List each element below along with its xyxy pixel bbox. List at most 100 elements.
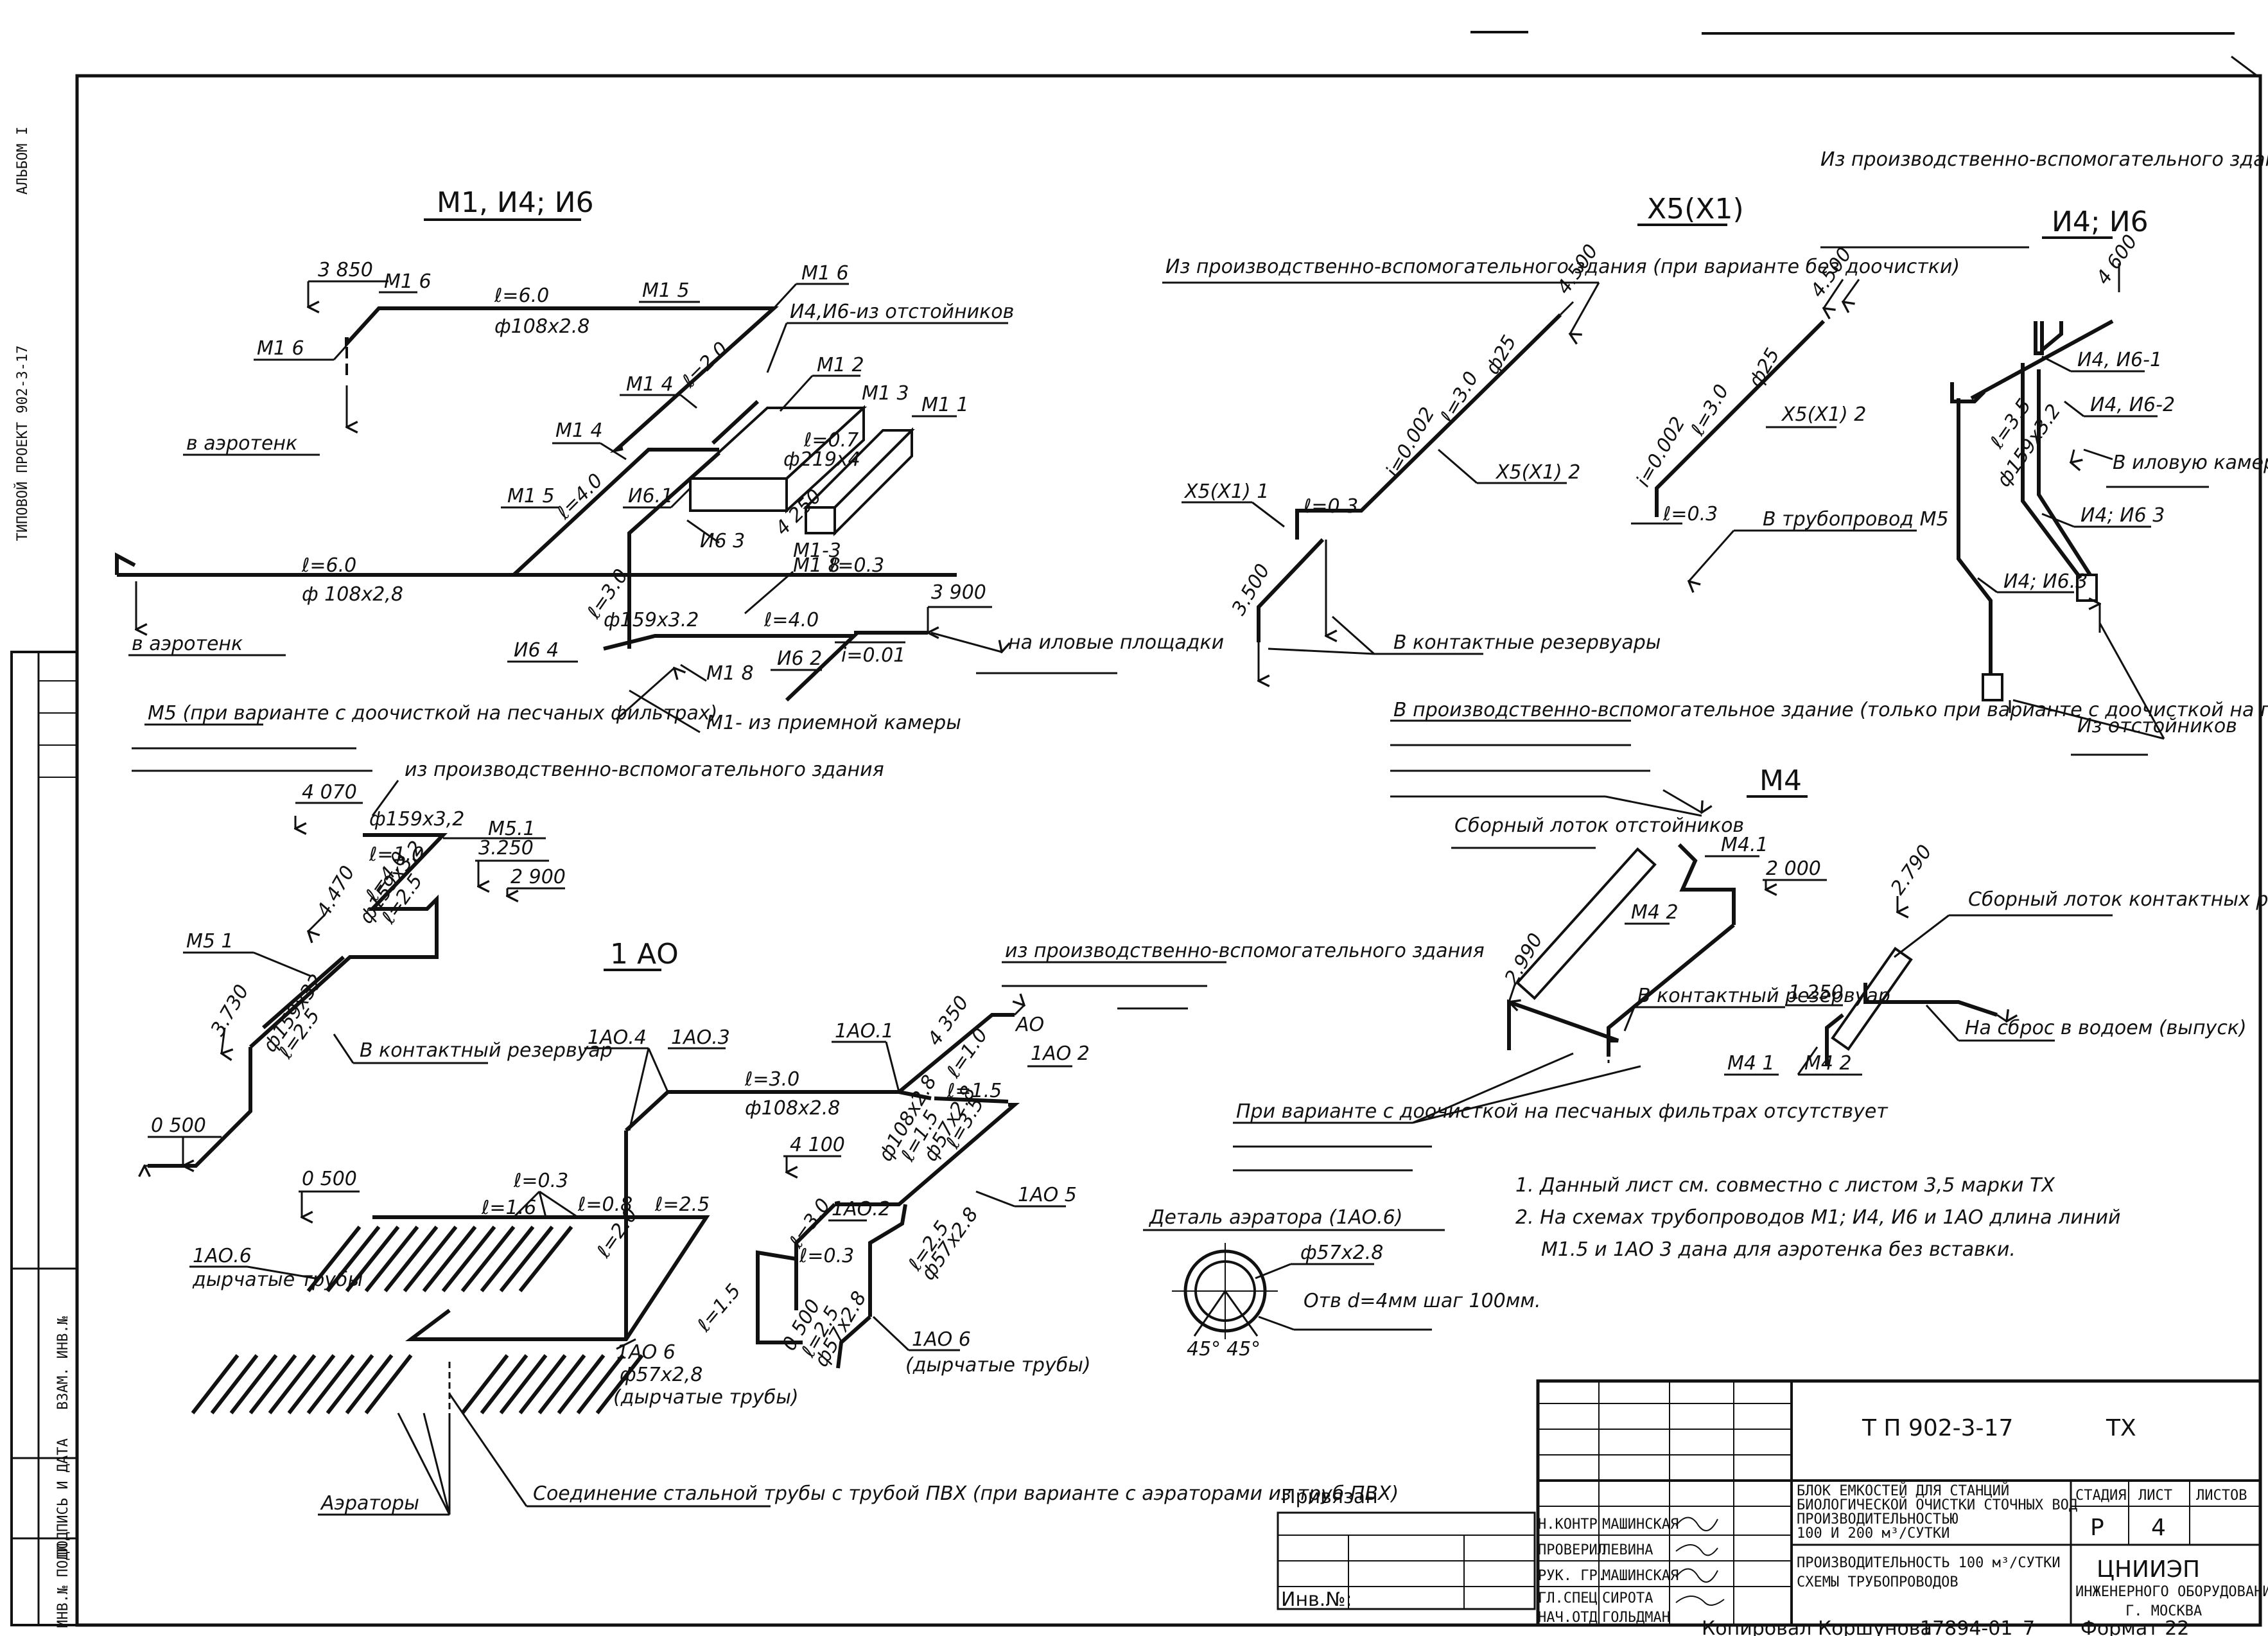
m1-l60b: ℓ=6.0: [301, 554, 356, 577]
stamp-name-1: МАШИНСКАЯ: [1602, 1517, 1679, 1533]
ao-hatch-upper: [306, 1226, 573, 1292]
m1-d219: ф219х4: [783, 448, 860, 471]
aerator-detail: Деталь аэратора (1АО.6) ф57х2.8 Отв d=4м…: [1143, 1206, 1541, 1360]
ao-l25b: ℓ=2.5: [654, 1193, 710, 1216]
x5-lvl3500: 3.500: [1228, 560, 1275, 619]
m5-d159a: ф159х3,2: [369, 808, 464, 831]
x5-label-1: Х5(Х1) 1: [1183, 480, 1269, 503]
m5-lvl3730: 3.730: [207, 981, 254, 1040]
m5-label-m51b: М5 1: [186, 930, 234, 953]
stamp-desc-1: БЛОК ЕМКОСТЕЙ ДЛЯ СТАНЦИЙ: [1797, 1482, 2009, 1499]
m1-label-m15b: М1 5: [507, 485, 555, 507]
i4i6-lvl4600: 4 600: [2092, 231, 2142, 288]
stamp-role-4: ГЛ.СПЕЦ: [1538, 1590, 1598, 1606]
m1-l40b: ℓ=4.0: [763, 609, 819, 631]
m4-title: М4: [1759, 764, 1802, 797]
stamp-city: Г. МОСКВА: [2125, 1603, 2202, 1619]
m1-label-m14a: М1 4: [626, 373, 674, 396]
stamp-lists-h: ЛИСТОВ: [2196, 1488, 2247, 1504]
m1-label-m16b: М1 6: [257, 337, 304, 360]
detail-angle2: 45°: [1226, 1338, 1260, 1360]
stamp-desc-2: БИОЛОГИЧЕСКОЙ ОЧИСТКИ СТОЧНЫХ ВОД: [1797, 1497, 2077, 1513]
i4i6-title: И4; И6: [2052, 206, 2149, 238]
i4i6-note-settle: Из отстойников: [2077, 715, 2237, 737]
i4i6-note-sludge: В иловую камеру: [2113, 452, 2268, 474]
ao-d57d: ф57х2,8: [620, 1364, 702, 1386]
m1-d108a: ф108х2.8: [494, 315, 589, 338]
m1-label-m18b: М1 8: [706, 662, 754, 685]
stamp-privyazan: Привязан: [1281, 1486, 1378, 1508]
stamp-mark: ТХ: [2106, 1415, 2136, 1441]
m4-lvl2790: 2.790: [1887, 841, 1937, 899]
m1-label-m12: М1 2: [817, 354, 864, 376]
m4-label-m42b: М4 2: [1804, 1052, 1852, 1075]
m1-lvl3900: 3 900: [931, 581, 986, 604]
ao-label-ao2: 1АО 2: [1031, 1042, 1090, 1065]
m1-note-i4i6: И4,И6-из отстойников: [790, 301, 1014, 323]
stamp-org: ЦНИИЭП: [2097, 1556, 2200, 1583]
m4-note-tray1: Сборный лоток отстойников: [1454, 814, 1744, 837]
stamp-inv-label: ИНВ.№ ПОДЛ.: [55, 1535, 71, 1628]
ao-title: 1 АО: [610, 938, 679, 971]
stamp-num: 17894-01: [1920, 1617, 2012, 1636]
x5-i002b: i=0.002: [1632, 413, 1690, 491]
m1-d159: ф159х3.2: [604, 609, 699, 631]
m1-note-recv: М1- из приемной камеры: [706, 712, 961, 734]
ao-l30: ℓ=3.0: [744, 1068, 799, 1091]
ao-note-perf2: (дырчатые трубы): [613, 1386, 799, 1409]
m1-d108b: ф 108х2,8: [302, 583, 403, 606]
x5-l03a: ℓ=0.3: [1303, 495, 1358, 518]
ao-note-from: из производственно-вспомогательного здан…: [1005, 940, 1485, 962]
m4-lvl1250: 1 250: [1788, 981, 1844, 1004]
m1-note-sludge: на иловые площадки: [1008, 631, 1224, 654]
ao-label-ao6c: 1АО 6: [912, 1328, 971, 1351]
ao-l15a: ℓ=1.5: [946, 1080, 1002, 1102]
x5-label-2a: Х5(Х1) 2: [1495, 461, 1580, 484]
m1-label-i64: И6 4: [514, 639, 559, 662]
stamp-list: 4: [2151, 1515, 2166, 1541]
m1-l03: ℓ=0.3: [829, 554, 884, 577]
ao-label-ao2b: 1АО.2: [832, 1198, 891, 1220]
note-3: М1.5 и 1АО 3 дана для аэротенка без вста…: [1541, 1238, 2016, 1261]
stamp-inv: Инв.№:: [1281, 1588, 1352, 1611]
m1-label-m16c: М1 6: [801, 262, 849, 285]
detail-angle1: 45°: [1187, 1338, 1221, 1360]
m4-label-m42a: М4 2: [1631, 901, 1679, 924]
m4-note-drop: На сброс в водоем (выпуск): [1965, 1017, 2247, 1039]
m1-level-3850: 3 850: [318, 259, 373, 281]
ao-note-aerators: Аэраторы: [320, 1492, 419, 1515]
ao-note-perf1: дырчатые трубы: [192, 1269, 363, 1291]
ao-label-ao1: 1АО.1: [835, 1020, 894, 1042]
ao-l08: ℓ=0.8: [577, 1193, 632, 1216]
stamp-sheet-desc-1: ПРОИЗВОДИТЕЛЬНОСТЬ 100 м³/СУТКИ: [1797, 1555, 2061, 1571]
m1-label-i62: И6 2: [777, 647, 822, 670]
notes-block: 1. Данный лист см. совместно с листом 3,…: [1515, 1174, 2120, 1261]
m1-label-m15a: М1 5: [642, 279, 690, 302]
stamp-name-2: ЛЕВИНА: [1602, 1542, 1653, 1558]
stamp-org2: ИНЖЕНЕРНОГО ОБОРУДОВАНИЯ: [2075, 1584, 2268, 1600]
m1-l07: ℓ=0.7: [803, 429, 859, 452]
m5-l10: ℓ=1.0: [369, 843, 424, 866]
m1-label-m18a: М1 8: [793, 554, 841, 577]
ao-label-ao6a: 1АО.6: [193, 1245, 252, 1267]
i4i6-r4: И4; И6.3: [2003, 570, 2088, 593]
x5-note-b: Из производственно-вспомогательного здан…: [1820, 148, 2268, 171]
m4-scheme: В производственно-вспомогательное здание…: [1233, 699, 2268, 1172]
x5-d25a: ф25: [1481, 331, 1521, 378]
x5-l03b: ℓ=0.3: [1662, 503, 1718, 525]
ao-label-ao5: 1АО 5: [1018, 1184, 1077, 1206]
stamp-list-h: ЛИСТ: [2138, 1488, 2172, 1504]
title-block: Т П 902-3-17 ТХ БЛОК ЕМКОСТЕЙ ДЛЯ СТАНЦИ…: [1277, 1379, 2268, 1636]
stamp-code: Т П 902-3-17: [1862, 1415, 2013, 1441]
x5-note-a: Из производственно-вспомогательного здан…: [1165, 256, 1960, 278]
m5-label-m51a: М5.1: [488, 818, 536, 840]
m1-scheme: М1, И4; И6 3 850 М1 6 М1 6 М1 5 ℓ=6.0 ф1…: [115, 186, 1224, 734]
stamp-name-4: СИРОТА: [1602, 1590, 1653, 1606]
ao-label-ao4: 1АО.4: [588, 1026, 647, 1049]
m1-l60a: ℓ=6.0: [494, 285, 549, 307]
stamp-replace-label: ВЗАМ. ИНВ.№: [55, 1316, 71, 1410]
i4i6-r3: И4; И6 3: [2080, 504, 2165, 527]
album-label: АЛЬБОМ I: [15, 127, 31, 195]
m1-lvl4250: 4 250: [771, 485, 826, 540]
